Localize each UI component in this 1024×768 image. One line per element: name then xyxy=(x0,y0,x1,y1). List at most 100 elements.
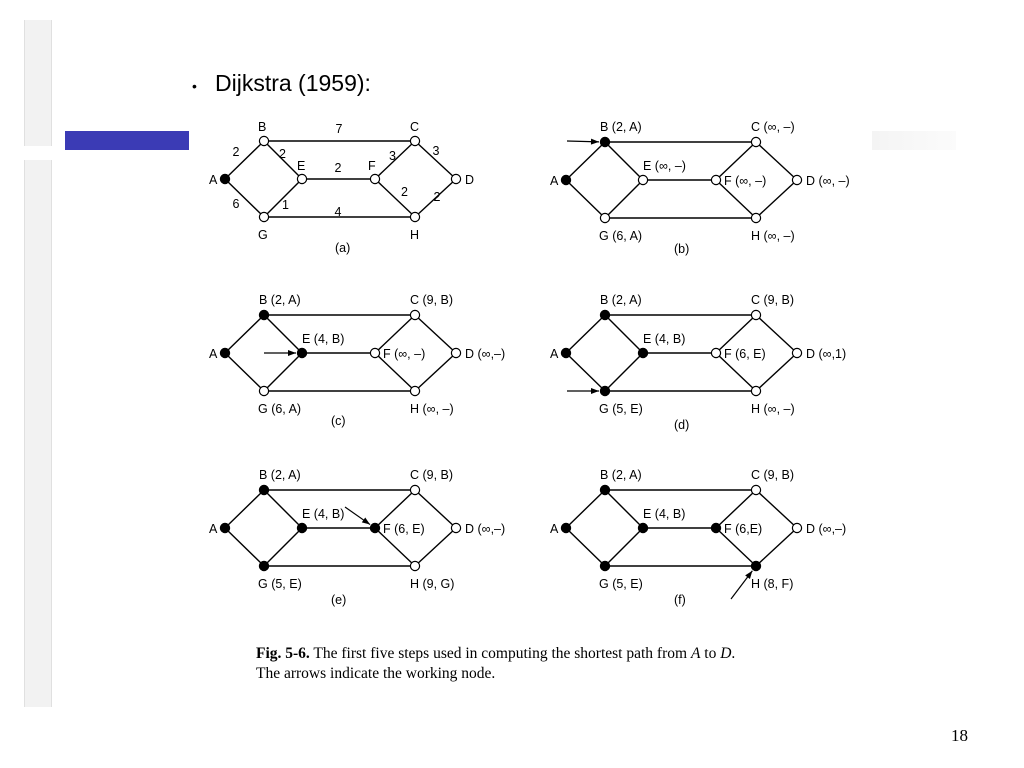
edge-DH xyxy=(755,352,798,392)
node-A xyxy=(219,173,231,185)
edge-AG xyxy=(224,352,265,392)
node-label-G: G xyxy=(258,228,268,242)
node-label-C: C (9, B) xyxy=(751,468,794,482)
node-D xyxy=(450,173,462,185)
node-G xyxy=(599,212,611,224)
node-label-E: E (4, B) xyxy=(643,332,685,346)
edge-FH xyxy=(374,352,416,392)
node-label-H: H (∞, –) xyxy=(751,229,795,243)
node-label-G: G (5, E) xyxy=(258,577,302,591)
edge-DH xyxy=(414,527,457,567)
node-C xyxy=(409,309,421,321)
node-label-E: E (∞, –) xyxy=(643,159,686,173)
node-A xyxy=(219,347,231,359)
node-label-A: A xyxy=(550,347,559,361)
edge-CF xyxy=(715,141,757,181)
node-label-F: F (6, E) xyxy=(724,347,766,361)
node-G xyxy=(258,560,270,572)
edge-weight-CF: 3 xyxy=(389,149,396,163)
node-label-A: A xyxy=(209,347,218,361)
node-label-C: C (9, B) xyxy=(410,468,453,482)
node-D xyxy=(450,522,462,534)
edge-weight-DH: 2 xyxy=(434,190,441,204)
node-G xyxy=(599,560,611,572)
node-H xyxy=(409,385,421,397)
node-E xyxy=(637,347,649,359)
node-A xyxy=(560,174,572,186)
node-label-D: D (∞, –) xyxy=(806,174,850,188)
node-F xyxy=(710,347,722,359)
node-label-H: H (9, G) xyxy=(410,577,454,591)
node-label-G: G (6, A) xyxy=(599,229,642,243)
edge-weight-EG: 1 xyxy=(282,198,289,212)
edge-BE xyxy=(263,489,303,529)
edge-FH xyxy=(715,179,757,219)
node-B xyxy=(599,484,611,496)
node-F xyxy=(710,174,722,186)
node-label-F: F (∞, –) xyxy=(724,174,766,188)
edge-weight-FH: 2 xyxy=(401,185,408,199)
edge-AB xyxy=(565,314,606,354)
node-B xyxy=(258,309,270,321)
node-label-F: F (∞, –) xyxy=(383,347,425,361)
edge-DH xyxy=(414,178,457,218)
edge-weight-GH: 4 xyxy=(335,205,342,219)
edge-BE xyxy=(604,314,644,354)
edge-CD xyxy=(414,314,457,354)
edge-AB xyxy=(565,141,606,181)
edge-FH xyxy=(715,352,757,392)
panel-caption-d: (d) xyxy=(674,418,689,432)
edge-AG xyxy=(224,527,265,567)
caption-source-node: A xyxy=(690,645,701,662)
figure-number: Fig. 5-6. xyxy=(256,645,310,662)
node-G xyxy=(258,211,270,223)
edge-AB xyxy=(565,489,606,529)
node-E xyxy=(637,174,649,186)
panel-caption-b: (b) xyxy=(674,242,689,256)
graph-panel-c: AB (2, A)C (9, B)D (∞,–)E (4, B)F (∞, –)… xyxy=(209,293,505,428)
node-G xyxy=(258,385,270,397)
node-H xyxy=(750,385,762,397)
edge-BE xyxy=(604,141,644,181)
arrow-head-icon xyxy=(591,388,599,394)
node-label-H: H xyxy=(410,228,419,242)
edge-weight-AG: 6 xyxy=(233,197,240,211)
node-D xyxy=(450,347,462,359)
edge-DH xyxy=(755,179,798,219)
edge-EG xyxy=(604,179,644,219)
graph-panel-b: AB (2, A)C (∞, –)D (∞, –)E (∞, –)F (∞, –… xyxy=(550,120,850,256)
edge-EG xyxy=(263,527,303,567)
node-E xyxy=(296,347,308,359)
node-C xyxy=(750,136,762,148)
node-label-G: G (5, E) xyxy=(599,577,643,591)
edge-AB xyxy=(224,314,265,354)
node-label-A: A xyxy=(209,173,218,187)
edge-EG xyxy=(604,527,644,567)
node-A xyxy=(219,522,231,534)
edge-weight-CD: 3 xyxy=(433,144,440,158)
edge-DH xyxy=(414,352,457,392)
node-label-H: H (∞, –) xyxy=(410,402,454,416)
caption-to-word: to xyxy=(700,645,721,662)
panel-caption-c: (c) xyxy=(331,414,346,428)
page-number: 18 xyxy=(951,726,968,745)
node-C xyxy=(409,484,421,496)
node-label-B: B xyxy=(258,120,266,134)
node-label-E: E xyxy=(297,159,305,173)
title-accent-bar xyxy=(65,131,189,150)
title-accent-fade xyxy=(872,131,956,150)
node-G xyxy=(599,385,611,397)
edge-BE xyxy=(263,314,303,354)
edge-CF xyxy=(715,314,757,354)
node-label-A: A xyxy=(209,522,218,536)
edge-CD xyxy=(414,140,457,180)
node-label-A: A xyxy=(550,522,559,536)
node-label-E: E (4, B) xyxy=(302,332,344,346)
panel-caption-a: (a) xyxy=(335,241,350,255)
node-H xyxy=(409,560,421,572)
edge-CF xyxy=(715,489,757,529)
edge-weight-BE: 2 xyxy=(279,147,286,161)
node-D xyxy=(791,174,803,186)
node-H xyxy=(750,212,762,224)
node-label-F: F (6, E) xyxy=(383,522,425,536)
